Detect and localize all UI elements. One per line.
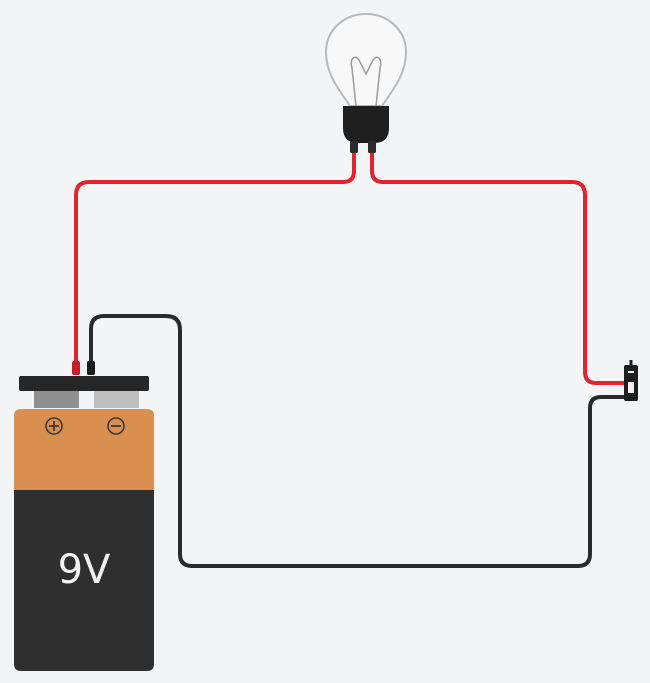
bulb-filament [350, 56, 382, 107]
battery-snap-cap [19, 376, 149, 391]
battery-body [14, 490, 154, 671]
wire-bulb-to-switch[interactable] [370, 150, 626, 385]
positive-terminal-symbol [45, 417, 63, 435]
wire-positive-to-bulb[interactable] [74, 150, 356, 374]
bulb-terminal-left [350, 141, 358, 153]
wires [74, 150, 626, 568]
bulb-glass [324, 12, 408, 107]
bulb-terminal-right [368, 141, 376, 153]
battery-9v-icon[interactable]: 9V [14, 376, 154, 671]
battery-terminal-negative [94, 391, 139, 408]
battery-terminal-positive [34, 391, 79, 408]
battery-voltage-label: 9V [58, 547, 111, 593]
switch-knob [628, 373, 634, 382]
light-bulb-icon[interactable] [324, 12, 408, 153]
battery-top [14, 409, 154, 490]
wire-switch-to-battery[interactable] [89, 314, 626, 568]
slide-switch-icon[interactable] [624, 360, 638, 401]
bulb-base [343, 106, 389, 143]
negative-terminal-symbol [107, 417, 125, 435]
wire-pin-positive [72, 361, 80, 375]
wire-pin-negative [87, 361, 95, 375]
